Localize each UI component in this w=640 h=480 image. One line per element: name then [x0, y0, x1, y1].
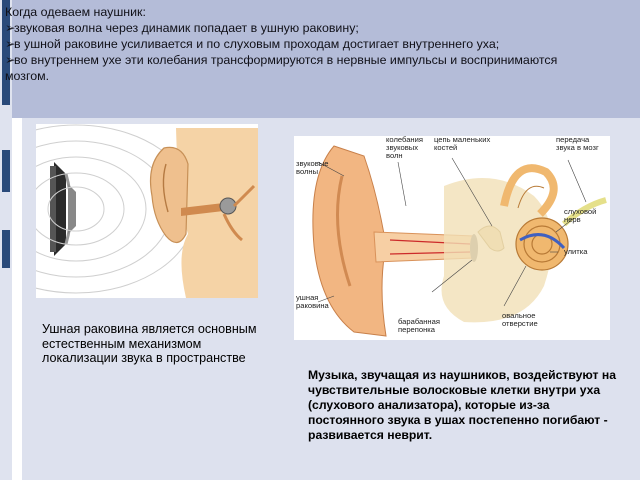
- label-ossicle-chain: цепь маленьких костей: [434, 136, 491, 152]
- left-accent-segment: [2, 230, 10, 268]
- label-sound-wave-vibration: колебания звуковых волн: [386, 136, 423, 160]
- label-auricle: ушная раковина: [296, 293, 329, 310]
- ear-anatomy-diagram: звуковые волны колебания звуковых волн ц…: [294, 136, 610, 340]
- speaker-icon: [54, 162, 66, 256]
- label-sound-waves: звуковые волны: [296, 159, 329, 176]
- arrow-bullet-icon: ➢: [5, 53, 16, 67]
- left-accent-bar: [0, 0, 12, 480]
- caption-auricle: Ушная раковина является основным естеств…: [42, 322, 257, 365]
- eardrum-shape: [219, 197, 237, 215]
- arrow-bullet-icon: ➢: [5, 37, 16, 51]
- label-cochlea: улитка: [564, 247, 588, 256]
- intro-heading: Когда одеваем наушник:: [5, 5, 146, 19]
- intro-bullet-text: в ушной раковине усиливается и по слухов…: [14, 37, 500, 51]
- intro-text: Когда одеваем наушник: ➢звуковая волна ч…: [5, 4, 640, 84]
- intro-bullet: ➢во внутреннем ухе эти колебания трансфо…: [5, 52, 640, 68]
- arrow-bullet-icon: ➢: [5, 21, 16, 35]
- headphone-ear-illustration: [36, 124, 258, 298]
- intro-bullet-text: во внутреннем ухе эти колебания трансфор…: [14, 53, 558, 67]
- label-eardrum: барабанная перепонка: [398, 317, 440, 334]
- intro-continuation: мозгом.: [5, 69, 50, 83]
- left-accent-segment: [2, 0, 10, 105]
- caption-neuritis-warning: Музыка, звучащая из наушников, воздейств…: [308, 368, 616, 442]
- label-brain-transmission: передача звука в мозг: [556, 136, 599, 152]
- label-auditory-nerve: слуховой нерв: [564, 207, 597, 224]
- auricle-shape: [149, 146, 189, 244]
- intro-bullet-text: звуковая волна через динамик попадает в …: [14, 21, 359, 35]
- cochlea-shape: [515, 217, 569, 271]
- intro-bullet: ➢в ушной раковине усиливается и по слухо…: [5, 36, 640, 52]
- label-oval-window: овальное отверстие: [502, 311, 538, 328]
- left-accent-segment: [2, 150, 10, 192]
- top-band: [0, 0, 640, 118]
- ear-anatomy-drawing: [294, 136, 610, 340]
- intro-bullet: ➢звуковая волна через динамик попадает в…: [5, 20, 640, 36]
- speaker-ear-drawing: [36, 124, 258, 298]
